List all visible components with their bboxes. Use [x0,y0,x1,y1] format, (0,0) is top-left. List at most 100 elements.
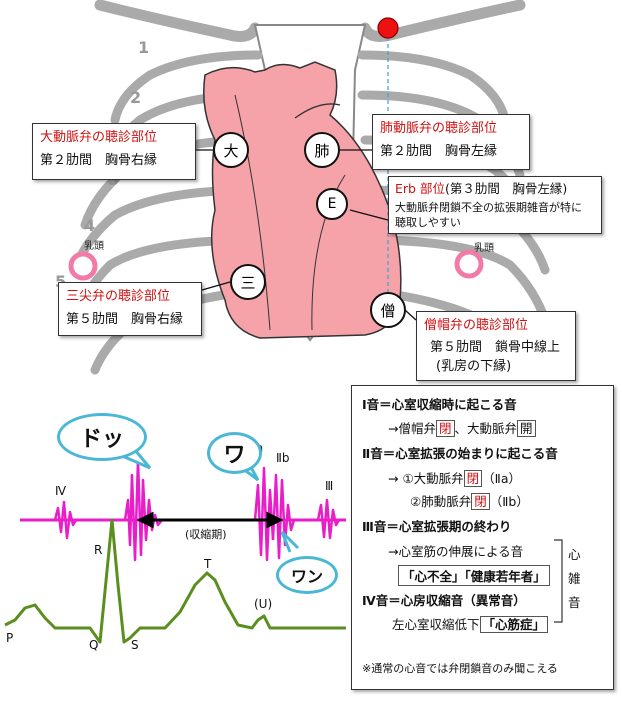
systole-arrowhead-right [266,511,284,529]
heart-vessel [294,103,341,119]
leader-line [349,209,389,221]
s4-title: Ⅳ音＝心房収縮音（異常音） [362,593,526,608]
heart-vessel [234,94,271,331]
erb-callout-title: Erb 部位 [395,181,445,196]
rib-right-1 [357,50,510,125]
s3-example-1: 「心不全」 [402,569,465,584]
s4-desc-row: 左心室収縮低下「心筋症」 [392,614,549,633]
rib-number-2: 2 [130,88,142,107]
s4-desc: 左心室収縮低下 [392,617,480,632]
mitral-callout: 僧帽弁の聴診部位 第５肋間 鎖骨中線上 (乳房の下縁) [416,311,576,381]
rib-number-4: 4 [84,216,96,235]
tricuspid-callout-title: 三尖弁の聴診部位 [66,289,171,304]
heart-sound-waveforms [4,458,346,644]
murmur-char-1: 心 [568,547,581,562]
right-clavicle [359,0,526,42]
s1-arrow-text: →僧帽弁 [388,421,436,436]
nipple-label-right: 乳頭 [84,241,104,252]
phonocardiogram [20,458,346,562]
systole-arrowhead-left [136,511,154,529]
s3-desc: →心室筋の伸展による音 [388,544,524,559]
s3-examples: 「心不全」「健康若年者」 [398,565,550,586]
s2a-post: （Ⅱa） [482,471,521,486]
bubble-s1: ドッ [57,413,147,461]
s1-mitral-closed-box: 閉 [435,420,455,437]
erb-callout-text1: 大動脈弁閉鎖不全の拡張期雑音が特に [395,201,582,214]
s3-waveform [316,498,341,540]
s2b-pre: ②肺動脈弁 [410,494,472,509]
heart [203,61,402,339]
s2a-detail: → ①大動脈弁閉（Ⅱa） [388,468,521,487]
s2-title: Ⅱ音＝心室拡張の始まりに起こる音 [362,446,558,461]
mitral-callout-text1: 第５肋間 鎖骨中線上 [430,340,561,355]
tricuspid-site-marker: 三 [230,264,266,300]
s4-waveform [53,500,78,540]
s1-title: Ⅰ音＝心室収縮時に起こる音 [362,397,517,412]
murmur-char-3: 音 [568,595,581,610]
aortic-site-marker: 大 [213,132,249,168]
footnote: ※通常の心音では弁閉鎖音のみ聞こえる [362,662,558,675]
rib-left-4 [70,185,260,275]
murmur-bracket [554,539,563,623]
tricuspid-callout: 三尖弁の聴診部位 第５肋間 胸骨右縁 [58,282,202,336]
ecg-u-label: (U) [254,597,273,611]
erb-callout: Erb 部位(第３肋間 胸骨左縁) 大動脈弁閉鎖不全の拡張期雑音が特に 聴取しや… [388,176,602,234]
nipple-label-left: 乳頭 [474,243,494,254]
s2b-label: Ⅱb [276,451,290,465]
ecg-q-label: Q [89,638,99,652]
s1-waveform [123,458,163,562]
heart-sounds-info-panel: Ⅰ音＝心室収縮時に起こる音 →僧帽弁閉、大動脈弁開 Ⅱ音＝心室拡張の始まりに起こ… [351,385,614,690]
bubble-s2: ワ [207,432,262,474]
nipple-left-body [454,249,484,279]
erb-callout-subtitle: (第３肋間 胸骨左縁) [444,181,568,196]
bubble-s2b: ワン [276,556,338,594]
aortic-callout-title: 大動脈弁の聴診部位 [40,130,158,145]
s1-mid-text: 、大動脈弁 [454,421,518,436]
s2a-pre: → ①大動脈弁 [388,471,464,486]
s1-detail: →僧帽弁閉、大動脈弁開 [388,418,536,437]
aortic-callout: 大動脈弁の聴診部位 第２肋間 胸骨右縁 [32,123,196,180]
erb-callout-title-row: Erb 部位(第３肋間 胸骨左縁) [395,180,595,197]
murmur-bracket-path [554,539,563,623]
rib-number-1: 1 [138,38,150,57]
pulmonic-callout: 肺動脈弁の聴診部位 第２肋間 胸骨左縁 [372,114,530,170]
ecg-trace [4,518,346,644]
midclavicular-marker [377,17,399,39]
ecg-r-label: R [94,543,103,557]
erb-site-marker: E [316,188,348,220]
s2b-detail: ②肺動脈弁閉（Ⅱb） [410,491,529,510]
ecg-s-label: S [131,638,139,652]
aortic-callout-text: 第２肋間 胸骨右縁 [40,153,158,168]
s3-example-2: 「健康若年者」 [464,569,546,584]
murmur-char-2: 雑 [568,571,581,586]
s2a-closed-box: 閉 [463,470,483,487]
s3-label: Ⅲ [325,479,334,493]
rib-right-5 [360,235,550,325]
ecg-t-label: T [204,557,212,571]
erb-callout-text2: 聴取しやすい [395,216,461,229]
mitral-callout-text2: (乳房の下縁) [436,359,512,374]
mitral-callout-title: 僧帽弁の聴診部位 [424,318,529,333]
rib-number-5: 5 [55,272,66,291]
leader-line [404,309,417,321]
s3-title: Ⅲ音＝心室拡張期の終わり [362,519,512,534]
left-clavicle [94,0,261,42]
s2b-closed-box: 閉 [471,493,490,510]
s2b-post: （Ⅱb） [489,494,529,509]
ecg-p-label: P [6,631,14,645]
systole-arrow [136,511,284,529]
s2a-waveform [253,466,275,562]
leader-line [201,281,231,291]
nipple-right-body [68,251,98,281]
s2b-waveform [271,473,296,560]
mitral-site-marker: 僧 [370,292,406,328]
systole-label: (収縮期) [185,528,227,541]
s4-example: 「心筋症」 [479,616,549,633]
pulmonic-callout-text: 第２肋間 胸骨左縁 [380,144,498,159]
s1-aortic-open-box: 開 [517,420,536,437]
s4-label: Ⅳ [55,484,67,498]
rib-left-1 [110,50,263,125]
pulmonic-site-marker: 肺 [304,132,340,168]
pulmonic-callout-title: 肺動脈弁の聴診部位 [380,121,498,136]
